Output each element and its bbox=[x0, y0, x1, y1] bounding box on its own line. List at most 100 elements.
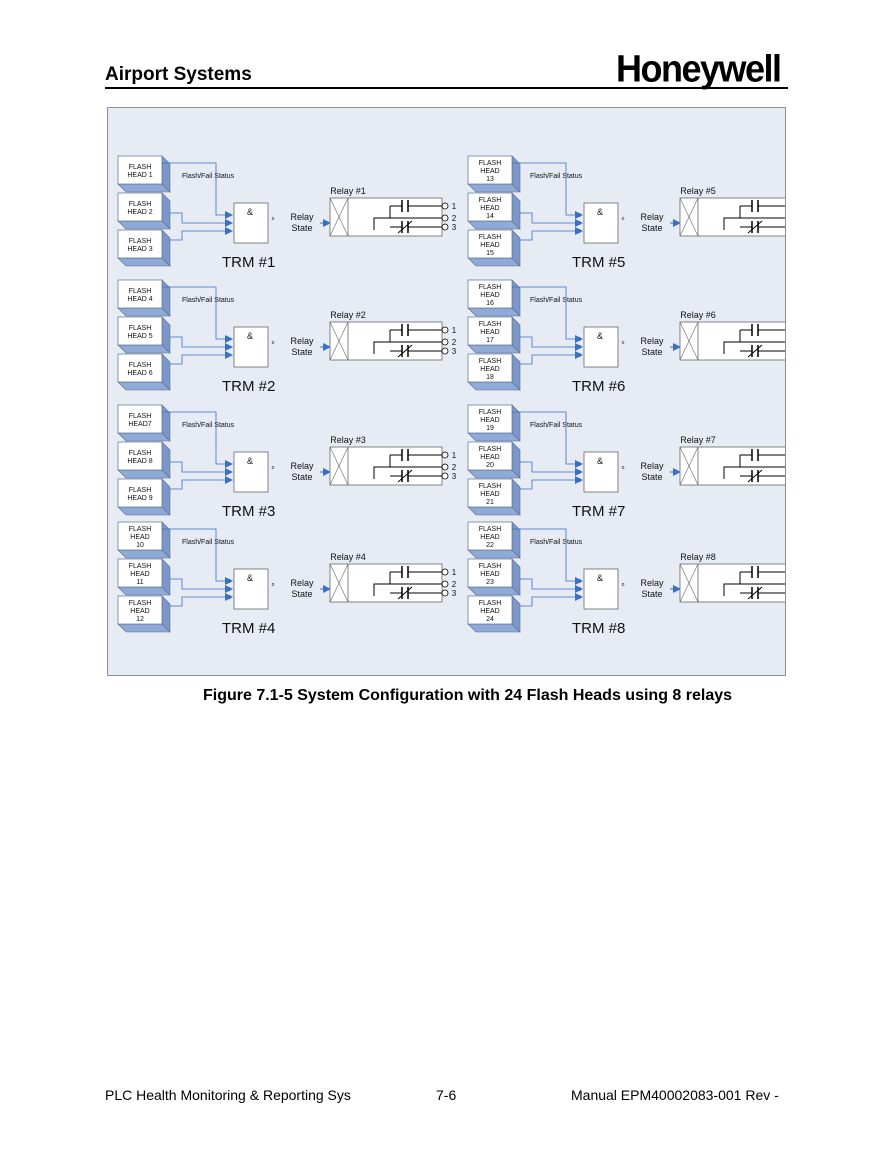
relay-box bbox=[329, 197, 443, 237]
flash-head-label: HEAD 9 bbox=[127, 495, 152, 502]
gate-input-pin: 10 bbox=[225, 579, 231, 585]
flash-head-label: HEAD 1 bbox=[127, 172, 152, 179]
gate-input-pin: 18 bbox=[575, 353, 581, 359]
flash-fail-status-label: Flash/Fail Status bbox=[182, 422, 235, 429]
and-gate-box bbox=[233, 326, 269, 368]
flash-head-label: FLASH bbox=[479, 197, 502, 204]
gate-output-pin: o bbox=[272, 216, 275, 222]
gate-output-pin: o bbox=[272, 582, 275, 588]
flash-head-label: HEAD bbox=[480, 417, 499, 424]
gate-input-pin: 1 bbox=[227, 213, 230, 219]
status-wire bbox=[512, 528, 583, 585]
status-wire bbox=[170, 593, 233, 607]
relay-terminal-number: 3 bbox=[452, 347, 457, 356]
gate-input-pin: 21 bbox=[575, 478, 581, 484]
and-gate-box bbox=[583, 451, 619, 493]
flash-head-label: HEAD 8 bbox=[127, 458, 152, 465]
relay-label: Relay #4 bbox=[330, 552, 366, 562]
gate-output-pin: o bbox=[272, 465, 275, 471]
status-wire bbox=[170, 351, 233, 365]
and-gate-symbol: & bbox=[597, 573, 603, 583]
relay-label: Relay #1 bbox=[330, 186, 366, 196]
footer-page-number: 7-6 bbox=[436, 1087, 457, 1103]
gate-output-pin: o bbox=[272, 340, 275, 346]
and-gate-box bbox=[233, 202, 269, 244]
flash-fail-status-label: Flash/Fail Status bbox=[182, 539, 235, 546]
flash-head-label: 20 bbox=[486, 462, 494, 469]
status-wire bbox=[520, 227, 583, 241]
relay-state-label: State bbox=[291, 347, 312, 357]
status-wire bbox=[162, 162, 233, 219]
trm-label: TRM #7 bbox=[572, 503, 625, 520]
flash-head-label: 23 bbox=[486, 579, 494, 586]
flash-head-label: FLASH bbox=[129, 600, 152, 607]
and-gate-symbol: & bbox=[247, 331, 253, 341]
flash-head-label: HEAD bbox=[480, 491, 499, 498]
flash-head-label: 16 bbox=[486, 300, 494, 307]
and-gate-symbol: & bbox=[247, 456, 253, 466]
trm-unit-7: FLASHHEAD19FLASHHEAD20FLASHHEAD21Flash/F… bbox=[467, 404, 785, 520]
flash-head-label: FLASH bbox=[479, 526, 502, 533]
relay-terminal-number: 3 bbox=[452, 589, 457, 598]
flash-head-label: 11 bbox=[136, 579, 143, 586]
flash-head-label: 12 bbox=[136, 616, 144, 623]
relay-state-label: State bbox=[641, 223, 662, 233]
and-gate-box bbox=[583, 326, 619, 368]
flash-fail-status-label: Flash/Fail Status bbox=[530, 539, 583, 546]
gate-input-pin: 3 bbox=[227, 229, 230, 235]
gate-input-pin: 8 bbox=[227, 470, 230, 476]
gate-input-pin: 17 bbox=[575, 345, 581, 351]
trm-label: TRM #1 bbox=[222, 254, 275, 271]
flash-fail-status-label: Flash/Fail Status bbox=[530, 297, 583, 304]
relay-label: Relay #7 bbox=[680, 435, 716, 445]
flash-head-label: 24 bbox=[486, 616, 494, 623]
relay-box bbox=[679, 446, 785, 486]
gate-input-pin: 4 bbox=[227, 337, 230, 343]
status-wire bbox=[520, 351, 583, 365]
gate-output-pin: o bbox=[622, 582, 625, 588]
gate-input-pin: 15 bbox=[575, 229, 581, 235]
relay-terminal bbox=[441, 223, 449, 231]
flash-head-label: HEAD bbox=[480, 534, 499, 541]
relay-box bbox=[329, 321, 443, 361]
gate-input-pin: 5 bbox=[227, 345, 230, 351]
relay-state-label: Relay bbox=[640, 578, 664, 588]
flash-head-label: 15 bbox=[486, 250, 494, 257]
flash-fail-status-label: Flash/Fail Status bbox=[182, 297, 235, 304]
flash-head-label: HEAD 5 bbox=[127, 333, 152, 340]
relay-terminal bbox=[441, 451, 449, 459]
flash-head-label: HEAD bbox=[480, 292, 499, 299]
trm-unit-8: FLASHHEAD22FLASHHEAD23FLASHHEAD24Flash/F… bbox=[467, 521, 785, 637]
relay-label: Relay #3 bbox=[330, 435, 366, 445]
relay-state-label: Relay bbox=[290, 578, 314, 588]
gate-input-pin: 16 bbox=[575, 337, 581, 343]
flash-head-label: 17 bbox=[486, 337, 494, 344]
flash-head-label: FLASH bbox=[129, 238, 152, 245]
flash-head-label: FLASH bbox=[129, 362, 152, 369]
gate-input-pin: 19 bbox=[575, 462, 581, 468]
flash-head-label: HEAD bbox=[130, 571, 149, 578]
flash-head-label: FLASH bbox=[479, 446, 502, 453]
status-wire bbox=[520, 476, 583, 490]
relay-label: Relay #6 bbox=[680, 310, 716, 320]
figure-caption: Figure 7.1-5 System Configuration with 2… bbox=[202, 687, 733, 704]
flash-head-label: FLASH bbox=[129, 563, 152, 570]
footer-document-title: PLC Health Monitoring & Reporting Sys bbox=[105, 1087, 351, 1103]
trm-unit-6: FLASHHEAD16FLASHHEAD17FLASHHEAD18Flash/F… bbox=[467, 279, 785, 395]
status-wire bbox=[162, 286, 233, 343]
flash-head-label: HEAD 2 bbox=[127, 209, 152, 216]
status-wire bbox=[520, 212, 583, 227]
flash-head-label: 13 bbox=[486, 176, 494, 183]
relay-state-label: Relay bbox=[640, 336, 664, 346]
flash-head-label: FLASH bbox=[129, 487, 152, 494]
relay-state-label: Relay bbox=[290, 336, 314, 346]
gate-input-pin: 7 bbox=[227, 462, 230, 468]
relay-state-label: Relay bbox=[640, 461, 664, 471]
relay-state-label: State bbox=[641, 472, 662, 482]
